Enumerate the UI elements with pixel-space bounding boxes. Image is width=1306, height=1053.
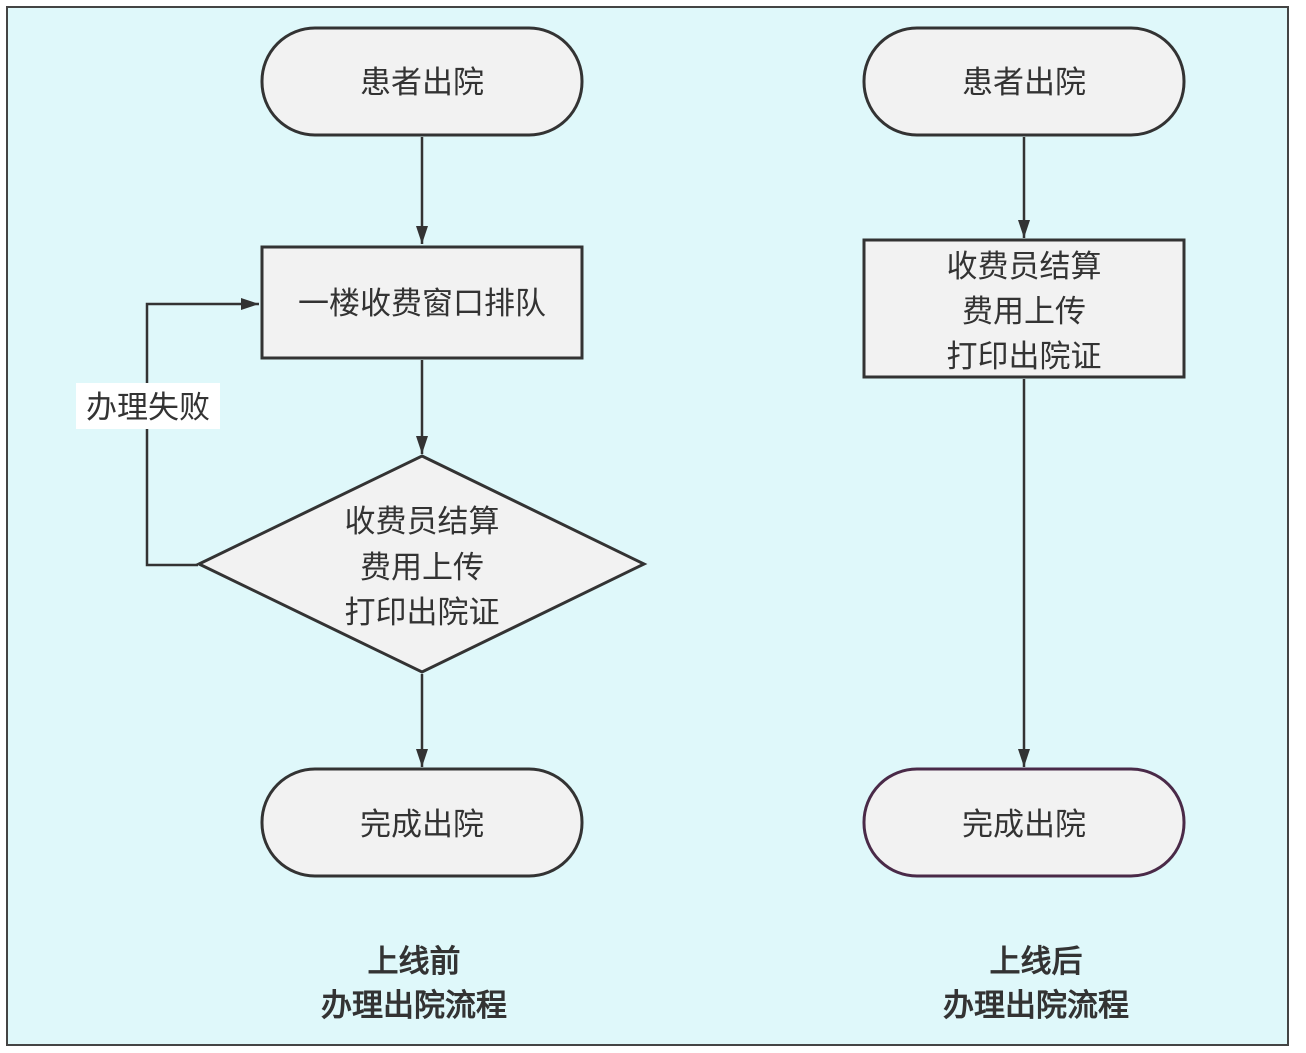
- node-label: 患者出院: [962, 65, 1086, 101]
- node-label-line-1: 收费员结算: [947, 249, 1102, 285]
- after-flow: 患者出院 收费员结算 费用上传 打印出院证 完成出院 上线后 办理出院流程: [862, 26, 1186, 1024]
- process-shape: [260, 245, 584, 360]
- node-label-line-2: 费用上传: [360, 550, 484, 586]
- diagram-frame: [6, 6, 1289, 1046]
- node-before-settle[interactable]: 收费员结算 费用上传 打印出院证: [195, 454, 648, 674]
- node-label: 完成出院: [360, 807, 484, 843]
- edge-label-background: [76, 383, 220, 429]
- node-label-line-1: 收费员结算: [345, 504, 500, 540]
- node-before-queue[interactable]: 一楼收费窗口排队: [260, 245, 584, 360]
- edge-fail-loop: [145, 298, 259, 567]
- edge-label-fail: 办理失败: [86, 390, 210, 426]
- caption-before-line-2: 办理出院流程: [321, 988, 507, 1024]
- node-after-settle[interactable]: 收费员结算 费用上传 打印出院证: [862, 238, 1186, 379]
- caption-after-line-2: 办理出院流程: [943, 988, 1129, 1024]
- node-label: 患者出院: [360, 65, 484, 101]
- node-label: 完成出院: [962, 807, 1086, 843]
- terminal-shape: [862, 767, 1186, 878]
- terminal-shape: [862, 26, 1186, 137]
- before-flow: 办理失败 患者出院 一楼收费窗口排队 收费员结算 费用上传 打印出院证 完成出院…: [76, 26, 648, 1024]
- node-label: 一楼收费窗口排队: [298, 286, 546, 322]
- terminal-shape: [260, 26, 584, 137]
- node-label-line-2: 费用上传: [962, 294, 1086, 330]
- node-after-start[interactable]: 患者出院: [862, 26, 1186, 137]
- node-label-line-3: 打印出院证: [345, 595, 500, 631]
- caption-after-line-1: 上线后: [990, 944, 1083, 980]
- process-shape: [862, 238, 1186, 379]
- terminal-shape: [260, 767, 584, 878]
- decision-shape: [195, 454, 648, 674]
- node-label-line-3: 打印出院证: [947, 339, 1102, 375]
- node-after-end[interactable]: 完成出院: [862, 767, 1186, 878]
- node-before-start[interactable]: 患者出院: [260, 26, 584, 137]
- node-before-end[interactable]: 完成出院: [260, 767, 584, 878]
- caption-before-line-1: 上线前: [368, 944, 461, 980]
